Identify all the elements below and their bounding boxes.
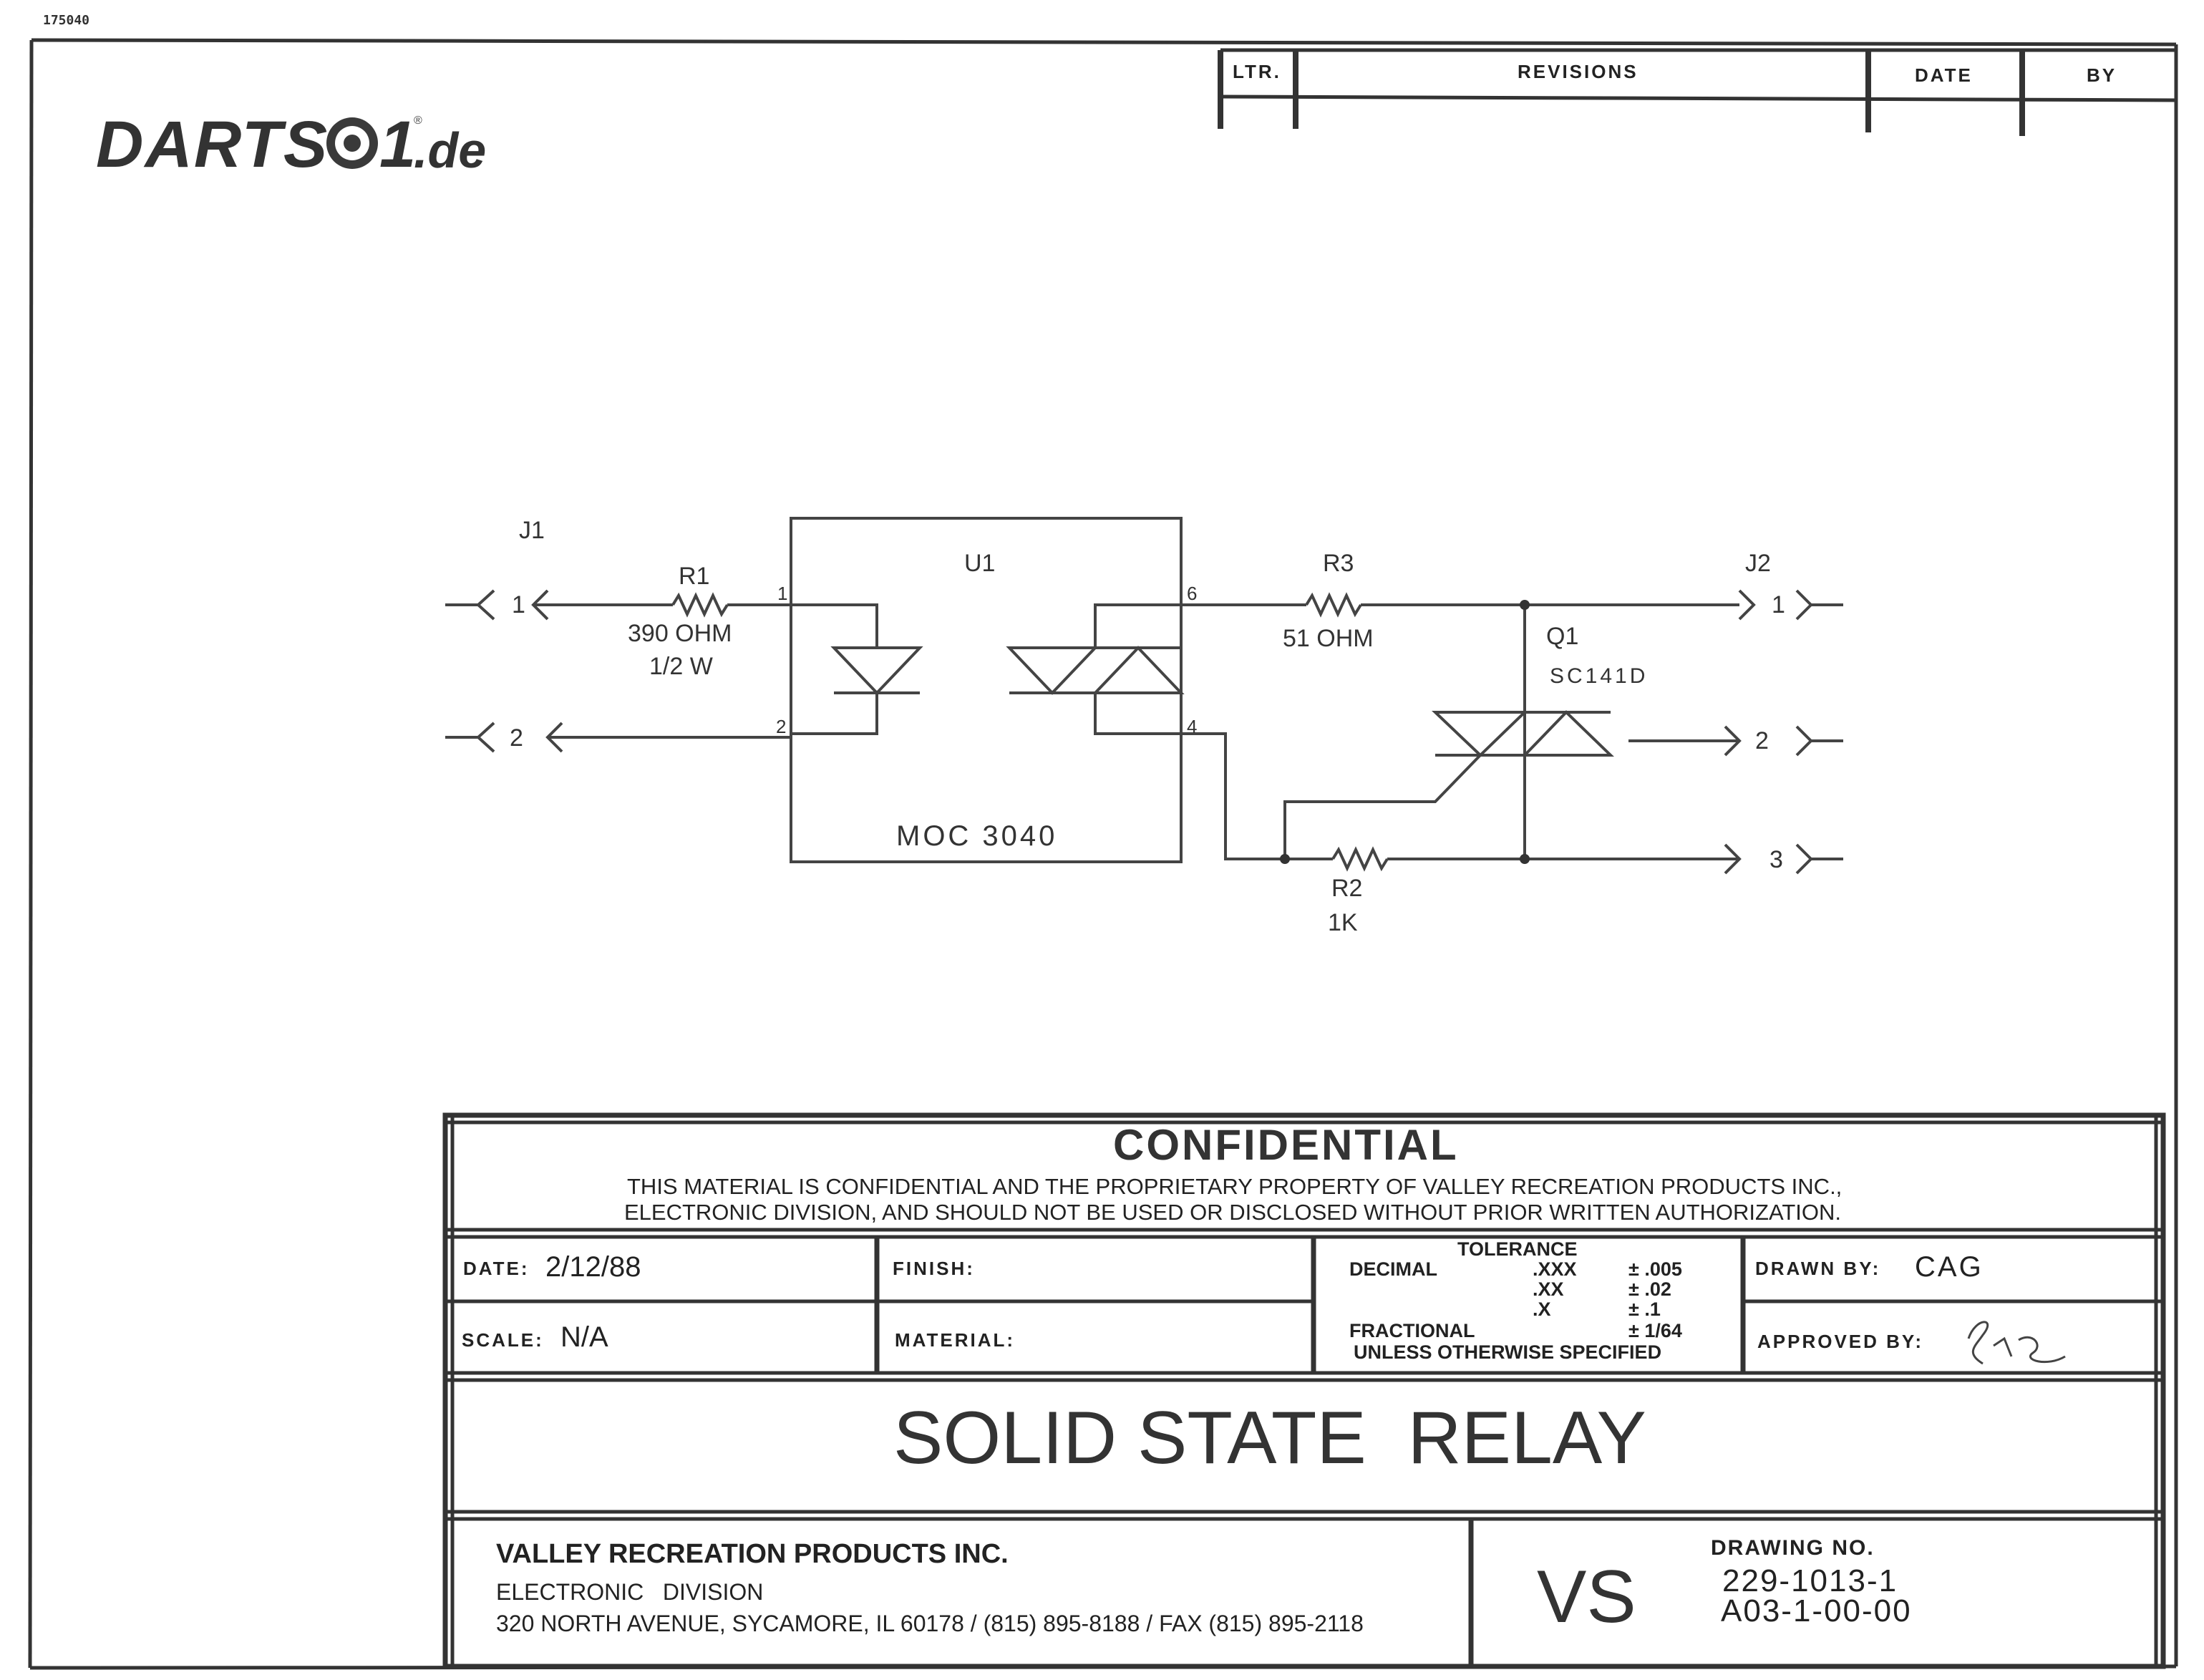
- finish-label: FINISH:: [893, 1258, 975, 1279]
- j1-pin1: 1: [512, 591, 525, 618]
- scale-value: N/A: [560, 1321, 608, 1353]
- drawing-no-1: 229-1013-1: [1722, 1563, 1898, 1598]
- logo-text-darts: DARTS: [96, 108, 329, 181]
- drawn-by-value: CAG: [1915, 1251, 1984, 1283]
- drawing-title: SOLID STATE RELAY: [893, 1397, 1646, 1480]
- u1-pin6: 6: [1187, 583, 1198, 604]
- r1-power: 1/2 W: [649, 653, 713, 680]
- tolerance-d3-tol: ± .005: [1628, 1258, 1682, 1280]
- j2-pin2: 2: [1755, 727, 1769, 754]
- r1-value: 390 OHM: [628, 620, 732, 647]
- rev-by-header: BY: [2087, 64, 2117, 86]
- approval-signature: [1967, 1321, 2066, 1365]
- logo-text-one: 1: [379, 108, 417, 181]
- r3-value: 51 OHM: [1283, 625, 1374, 652]
- tolerance-d2: .XX: [1533, 1278, 1564, 1300]
- date-value: 2/12/88: [545, 1251, 641, 1283]
- drawing-no-label: DRAWING NO.: [1711, 1536, 1875, 1560]
- company-division: ELECTRONIC DIVISION: [496, 1579, 764, 1605]
- tolerance-title: TOLERANCE: [1457, 1238, 1578, 1260]
- registered-mark: ®: [414, 115, 422, 127]
- r3-name: R3: [1323, 550, 1354, 577]
- tolerance-fractional-tol: ± 1/64: [1628, 1320, 1682, 1341]
- q1-part: SC141D: [1550, 664, 1649, 688]
- company-name: VALLEY RECREATION PRODUCTS INC.: [496, 1539, 1009, 1569]
- vs-mark: VS: [1537, 1555, 1636, 1638]
- rev-ltr-header: LTR.: [1233, 61, 1281, 82]
- tolerance-d3: .XXX: [1533, 1258, 1577, 1280]
- company-address: 320 NORTH AVENUE, SYCAMORE, IL 60178 / (…: [496, 1611, 1364, 1636]
- rev-date-header: DATE: [1915, 64, 1973, 86]
- drawing-no-2: A03-1-00-00: [1721, 1593, 1912, 1628]
- j2-label: J2: [1745, 550, 1771, 577]
- dartboard-icon: [326, 117, 378, 169]
- tolerance-footer: UNLESS OTHERWISE SPECIFIED: [1354, 1341, 1662, 1363]
- approved-by-label: APPROVED BY:: [1757, 1331, 1923, 1352]
- tolerance-fractional-label: FRACTIONAL: [1349, 1320, 1475, 1341]
- j1-label: J1: [519, 517, 545, 544]
- drawn-by-label: DRAWN BY:: [1755, 1258, 1881, 1279]
- u1-name: U1: [964, 550, 996, 577]
- tolerance-d1-tol: ± .1: [1628, 1298, 1661, 1320]
- confidential-line1: THIS MATERIAL IS CONFIDENTIAL AND THE PR…: [627, 1174, 1843, 1199]
- tolerance-d2-tol: ± .02: [1628, 1278, 1671, 1300]
- confidential-title: CONFIDENTIAL: [1113, 1121, 1459, 1169]
- j2-pin3: 3: [1769, 846, 1783, 873]
- q1-name: Q1: [1546, 623, 1579, 650]
- j2-pin1: 1: [1772, 591, 1785, 618]
- u1-pin4: 4: [1187, 716, 1198, 737]
- r2-name: R2: [1331, 875, 1363, 902]
- confidential-line2: ELECTRONIC DIVISION, AND SHOULD NOT BE U…: [624, 1200, 1842, 1225]
- date-label: DATE:: [463, 1258, 530, 1279]
- logo-text-de: .de: [414, 122, 487, 178]
- u1-pin2: 2: [776, 716, 787, 737]
- corner-code: 175040: [43, 13, 90, 28]
- u1-part: MOC 3040: [896, 820, 1058, 852]
- scale-label: SCALE:: [462, 1329, 544, 1351]
- tolerance-d1: .X: [1533, 1298, 1551, 1320]
- u1-pin1: 1: [777, 583, 788, 604]
- material-label: MATERIAL:: [895, 1329, 1016, 1351]
- tolerance-decimal-label: DECIMAL: [1349, 1258, 1437, 1280]
- j1-pin2: 2: [510, 724, 523, 752]
- r1-name: R1: [679, 563, 710, 590]
- r2-value: 1K: [1328, 909, 1358, 936]
- rev-revisions-header: REVISIONS: [1518, 61, 1639, 82]
